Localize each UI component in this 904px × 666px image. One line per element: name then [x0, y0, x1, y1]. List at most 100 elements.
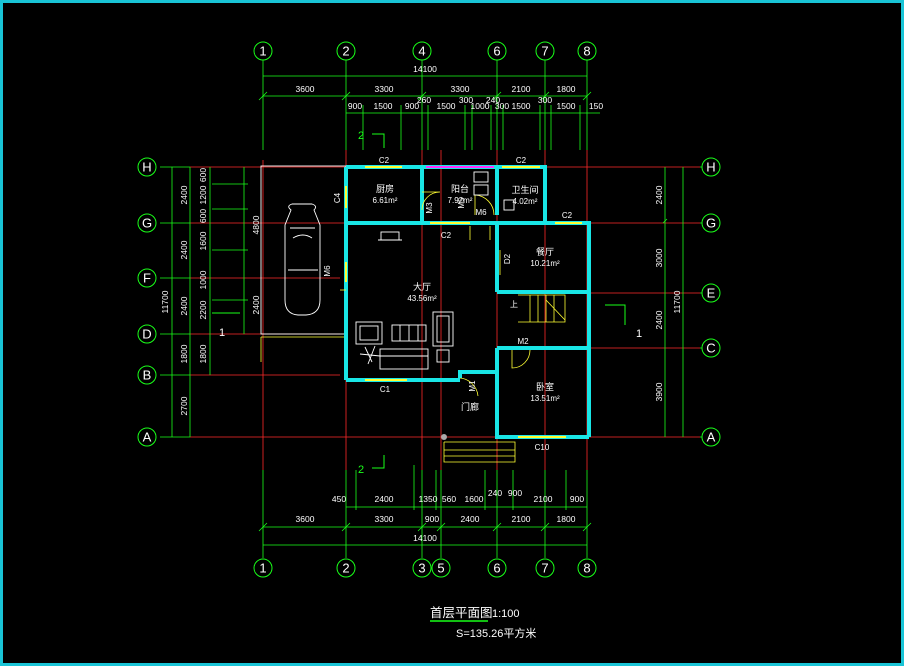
axis-left-bubble-circle: [137, 213, 157, 233]
dim-left-inner: 2200: [198, 300, 208, 319]
window-label: C2: [441, 231, 452, 240]
axis-right-bubble: G: [706, 216, 716, 231]
room-name: 餐厅: [536, 246, 554, 257]
dim-top-row2: 300: [459, 95, 473, 105]
room-area: 10.21m²: [530, 259, 560, 268]
extension-lines: [160, 60, 702, 558]
dim-left-outer: 1800: [179, 344, 189, 363]
dim-bottom-row2: 2400: [375, 494, 394, 504]
dim-top-row2: 900: [405, 101, 419, 111]
dim-bottom-total: 14100: [413, 533, 437, 543]
dim-top-row2: 1500: [512, 101, 531, 111]
dim-top-row1: 3300: [375, 84, 394, 94]
axis-right-bubble: C: [706, 341, 715, 356]
dim-bottom-row1: 3600: [296, 514, 315, 524]
axis-bottom-bubble: 5: [437, 561, 444, 576]
window-label: C2: [562, 211, 573, 220]
axis-left-bubble: F: [143, 271, 151, 286]
section-mark-bottom: 2: [358, 464, 364, 476]
drawing-scale: 1:100: [492, 608, 520, 620]
dim-bottom-row2: 900: [570, 494, 584, 504]
axis-right-bubble-circle: [701, 283, 721, 303]
axis-bottom-bubble: 8: [583, 561, 590, 576]
dimension-texts: 14100 14100 3600 3300 3300 2100 1800 900 1500 900…: [160, 64, 682, 543]
dim-top-row2: 240: [486, 95, 500, 105]
stairs: [518, 294, 566, 323]
axis-left-bubble: B: [143, 368, 152, 383]
room-labels: 厨房6.61m²阳台7.92m²卫生间4.02m²餐厅10.21m²大厅43.5…: [373, 183, 560, 412]
axis-top-bubble-circle: [487, 41, 507, 61]
axis-right-bubble: E: [707, 286, 716, 301]
axis-bottom-bubble: 3: [418, 561, 425, 576]
door-label: M6: [475, 208, 487, 217]
dim-bottom-row1: 2100: [512, 514, 531, 524]
axis-bottom-bubble-circle: [412, 558, 432, 578]
axis-bottom-bubble: 2: [342, 561, 349, 576]
dim-right-total: 11700: [672, 290, 682, 313]
dim-left-inner: 600: [198, 209, 208, 223]
dim-bottom-row2: 2100: [534, 494, 553, 504]
window-label: C10: [535, 443, 550, 452]
axis-right-bubble-circle: [701, 157, 721, 177]
margin-ticks: [212, 105, 581, 510]
dim-top-row2: 1500: [557, 101, 576, 111]
axis-top-bubble: 7: [541, 44, 548, 59]
axis-left-bubble-circle: [137, 427, 157, 447]
axis-top-bubble: 6: [493, 44, 500, 59]
axis-left-bubble-circle: [137, 268, 157, 288]
windows: [345, 166, 582, 438]
dim-left-inner: 1000: [198, 270, 208, 289]
room-name: 阳台: [451, 183, 469, 194]
dim-top-row2: 900: [348, 101, 362, 111]
room-area: 4.02m²: [513, 197, 538, 206]
room-name: 卧室: [536, 381, 554, 392]
room-name: 大厅: [413, 281, 431, 292]
dim-top-row2: 1500: [374, 101, 393, 111]
section-mark-right: 1: [636, 328, 642, 340]
dim-left-outer: 2400: [179, 296, 189, 315]
section-mark-left: 1: [219, 327, 225, 339]
axis-right-bubble: A: [707, 430, 716, 445]
window-label: C2: [379, 156, 390, 165]
axis-bottom-bubble-circle: [253, 558, 273, 578]
dim-bottom-row1: 3300: [375, 514, 394, 524]
dim-top-row2: 1000: [471, 101, 490, 111]
dim-bottom-row2: 900: [508, 488, 522, 498]
axis-left-bubble: A: [143, 430, 152, 445]
porch-column: [441, 434, 447, 440]
door-label: M2: [517, 337, 529, 346]
drawing-title: 首层平面图: [430, 606, 493, 620]
axis-left-bubble-circle: [137, 157, 157, 177]
furniture: [355, 171, 515, 370]
stair-up-label: 上: [510, 300, 518, 309]
dim-left-inner: 1600: [198, 231, 208, 250]
axis-top-bubble-circle: [253, 41, 273, 61]
section-marks: [212, 133, 626, 469]
room-area: 7.92m²: [448, 196, 473, 205]
dim-top-row1: 1800: [557, 84, 576, 94]
room-name: 厨房: [376, 183, 394, 194]
axis-bottom-bubble: 7: [541, 561, 548, 576]
dim-bottom-row2: 450: [332, 494, 346, 504]
dim-left-inner: 1800: [198, 344, 208, 363]
dim-bottom-row2: 560: [442, 494, 456, 504]
dim-bottom-row2: 1350: [419, 494, 438, 504]
axis-top-bubble: 8: [583, 44, 590, 59]
axis-top-bubble: 1: [259, 44, 266, 59]
axis-bottom-bubble: 6: [493, 561, 500, 576]
door-label: M5: [457, 197, 466, 209]
axis-left-bubble: G: [142, 216, 152, 231]
dim-top-row2: 300: [495, 101, 509, 111]
dim-top-row2: 260: [417, 95, 431, 105]
axis-right-bubble-circle: [701, 338, 721, 358]
door-label: M3: [425, 202, 434, 214]
dim-top-row2: 300: [538, 95, 552, 105]
dim-top-total: 14100: [413, 64, 437, 74]
dim-left-total: 11700: [160, 290, 170, 313]
window-label: C2: [516, 156, 527, 165]
dim-left-outer: 2400: [179, 240, 189, 259]
